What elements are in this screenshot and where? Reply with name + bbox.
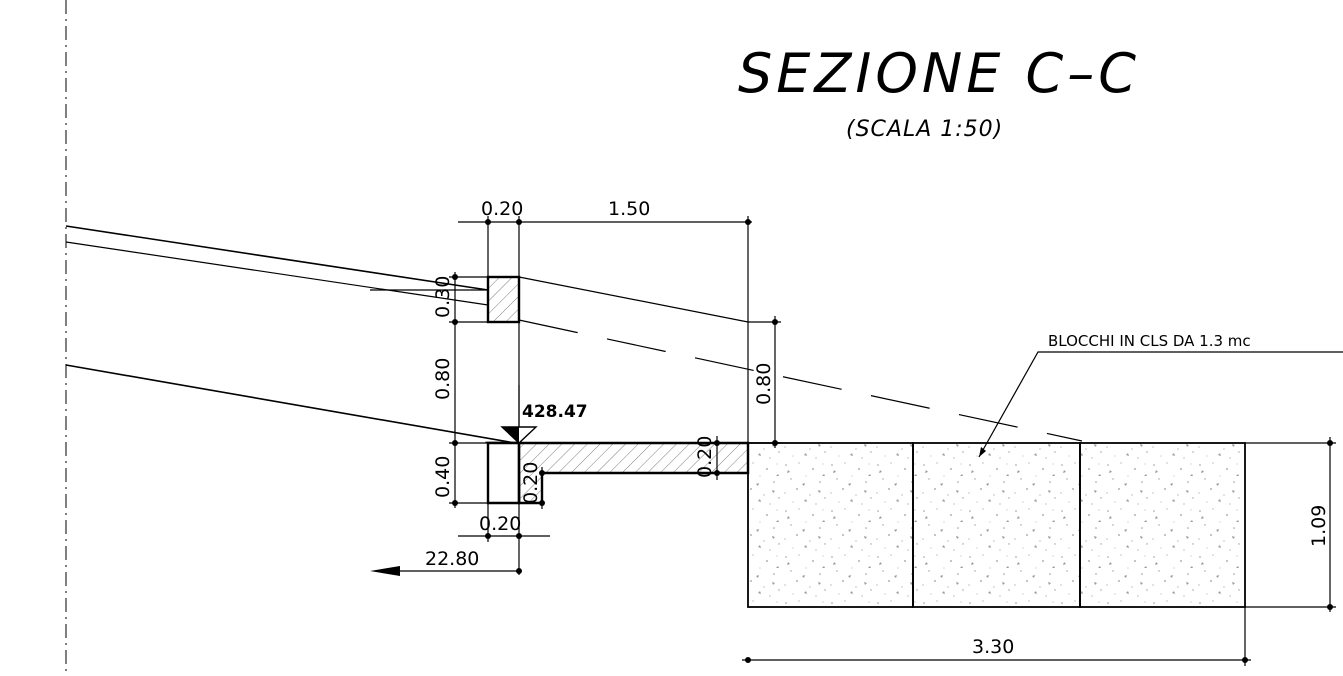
section-scale: (SCALA 1:50): [846, 117, 1003, 142]
section-title: SEZIONE C–C: [738, 42, 1140, 105]
dim-key: 0.20: [520, 462, 545, 509]
dim-blocks-width-label: 3.30: [972, 636, 1014, 658]
dim-left: 0.30 0.80 0.40: [432, 272, 488, 508]
dim-blocks-height-label: 1.09: [1308, 505, 1330, 547]
foundation-heel: [486, 441, 521, 505]
dim-right-wall: 0.80: [748, 316, 781, 448]
concrete-blocks: [747, 442, 1246, 608]
blocks-note: BLOCCHI IN CLS DA 1.3 mc: [978, 332, 1343, 458]
dim-top-span: 1.50: [608, 198, 650, 220]
slope-lines: [65, 225, 749, 444]
dim-slab-thickness: 0.20: [694, 436, 716, 478]
dim-offset-label: 22.80: [425, 548, 479, 570]
wall-cap: [486, 275, 521, 324]
dim-base-height: 0.40: [432, 456, 454, 498]
dim-offset: 22.80: [370, 548, 522, 576]
dim-top: 0.20 1.50: [458, 198, 752, 322]
dim-key-height: 0.20: [520, 462, 542, 504]
terrain-dashed-line: [518, 319, 1083, 442]
dim-blocks-height: 1.09: [1245, 437, 1336, 612]
blocks-note-label: BLOCCHI IN CLS DA 1.3 mc: [1048, 332, 1251, 350]
dim-bottom: 0.20: [458, 503, 550, 575]
dim-top-wall-width: 0.20: [481, 198, 523, 220]
dim-bottom-width: 0.20: [479, 513, 521, 535]
elevation-marker: 428.47: [500, 385, 588, 444]
dim-slab: 0.20: [694, 436, 748, 480]
dim-wall-height: 0.80: [432, 358, 454, 400]
dim-wall-cap-height: 0.30: [432, 276, 454, 318]
dim-right-height: 0.80: [753, 363, 775, 405]
elevation-label: 428.47: [522, 402, 588, 422]
dim-blocks-width: 3.30: [742, 607, 1251, 666]
